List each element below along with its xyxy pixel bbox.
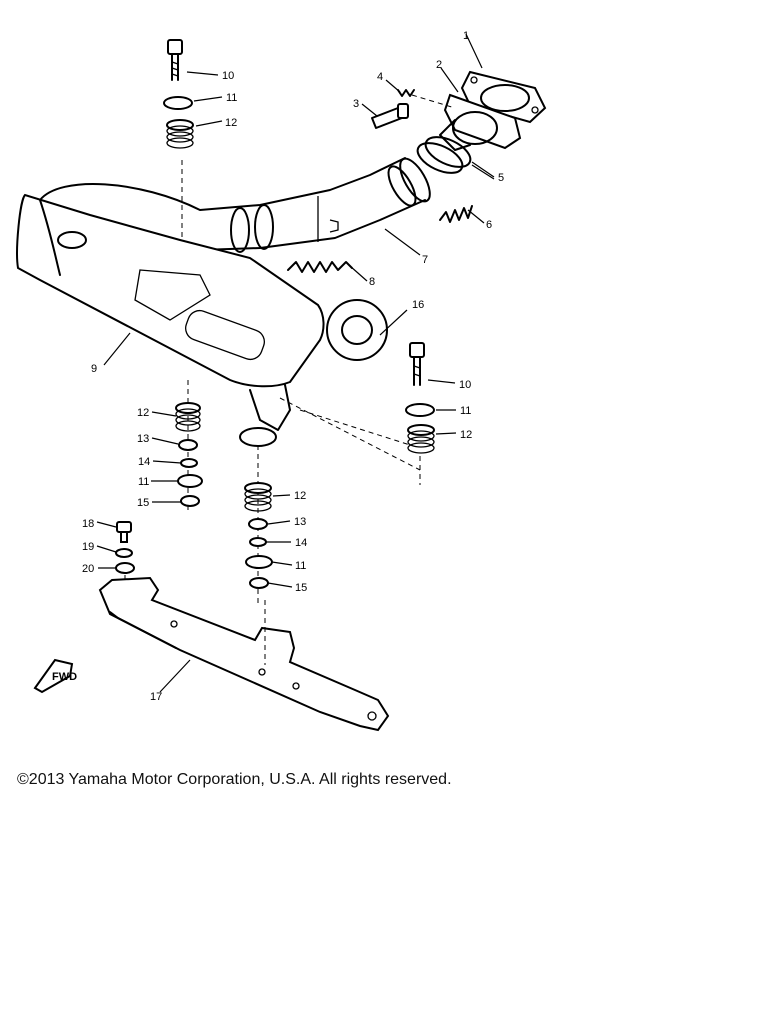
callout-12-center: 12 [294, 490, 306, 502]
collar-center [248, 518, 268, 530]
callout-10: 10 [222, 70, 234, 82]
bolt-right [409, 342, 425, 386]
bracket-lockwasher [115, 548, 133, 558]
forward-arrow-icon: FWD [33, 658, 77, 694]
spring-right [407, 424, 435, 454]
callout-6: 6 [486, 219, 492, 231]
callout-10-right: 10 [459, 379, 471, 391]
callout-14-center: 14 [295, 537, 307, 549]
callout-7: 7 [422, 254, 428, 266]
callout-16: 16 [412, 299, 424, 311]
callout-12-right: 12 [460, 429, 472, 441]
spring-8 [287, 261, 353, 273]
callout-8: 8 [369, 276, 375, 288]
spring-center [244, 482, 272, 512]
exploded-parts-diagram: FWD 10 11 12 1 2 3 4 5 6 7 8 9 16 10 11 … [16, 30, 547, 732]
callout-11-center-left: 11 [138, 476, 149, 488]
callout-1: 1 [463, 30, 469, 42]
gasket [460, 70, 547, 124]
callout-12-center-left: 12 [137, 407, 149, 419]
bolt-top-left [167, 39, 183, 81]
fwd-label: FWD [52, 671, 77, 683]
rubber-gasket [326, 299, 388, 361]
callout-18: 18 [82, 518, 94, 530]
callout-20: 20 [82, 563, 94, 575]
callout-2: 2 [436, 59, 442, 71]
washer-top-left [163, 96, 193, 110]
bracket-washer [115, 562, 135, 574]
washer-center-left [177, 474, 203, 488]
flange-bolt [371, 103, 409, 129]
callout-14-center-left: 14 [138, 456, 150, 468]
spring-center-left [175, 402, 201, 432]
spring-top-left [166, 119, 194, 149]
bracket-bolt [116, 521, 132, 543]
callout-13-center-left: 13 [137, 433, 149, 445]
washer-right [405, 403, 435, 417]
exhaust-pipe [39, 157, 431, 253]
callout-11-right: 11 [460, 405, 471, 417]
collar-center-left [178, 439, 198, 451]
small-spring [397, 89, 415, 97]
callout-13-center: 13 [294, 516, 306, 528]
callout-9: 9 [91, 363, 97, 375]
lockwasher-center-left [180, 458, 198, 468]
callout-19: 19 [82, 541, 94, 553]
callout-5: 5 [498, 172, 504, 184]
o-rings [416, 136, 472, 174]
copyright-notice: ©2013 Yamaha Motor Corporation, U.S.A. A… [17, 771, 452, 788]
nut-center-left [180, 495, 200, 507]
nut-center [249, 577, 269, 589]
washer-center [245, 555, 273, 569]
callout-4: 4 [377, 71, 383, 83]
muffler [16, 193, 325, 447]
lockwasher-center [249, 537, 267, 547]
callout-15-center-left: 15 [137, 497, 149, 509]
mounting-bracket [98, 576, 390, 732]
callout-3: 3 [353, 98, 359, 110]
callout-17: 17 [150, 691, 162, 703]
callout-15-center: 15 [295, 582, 307, 594]
callout-12: 12 [225, 117, 237, 129]
callout-11-center: 11 [295, 560, 306, 572]
spring-6 [439, 205, 473, 223]
callout-11: 11 [226, 92, 237, 104]
